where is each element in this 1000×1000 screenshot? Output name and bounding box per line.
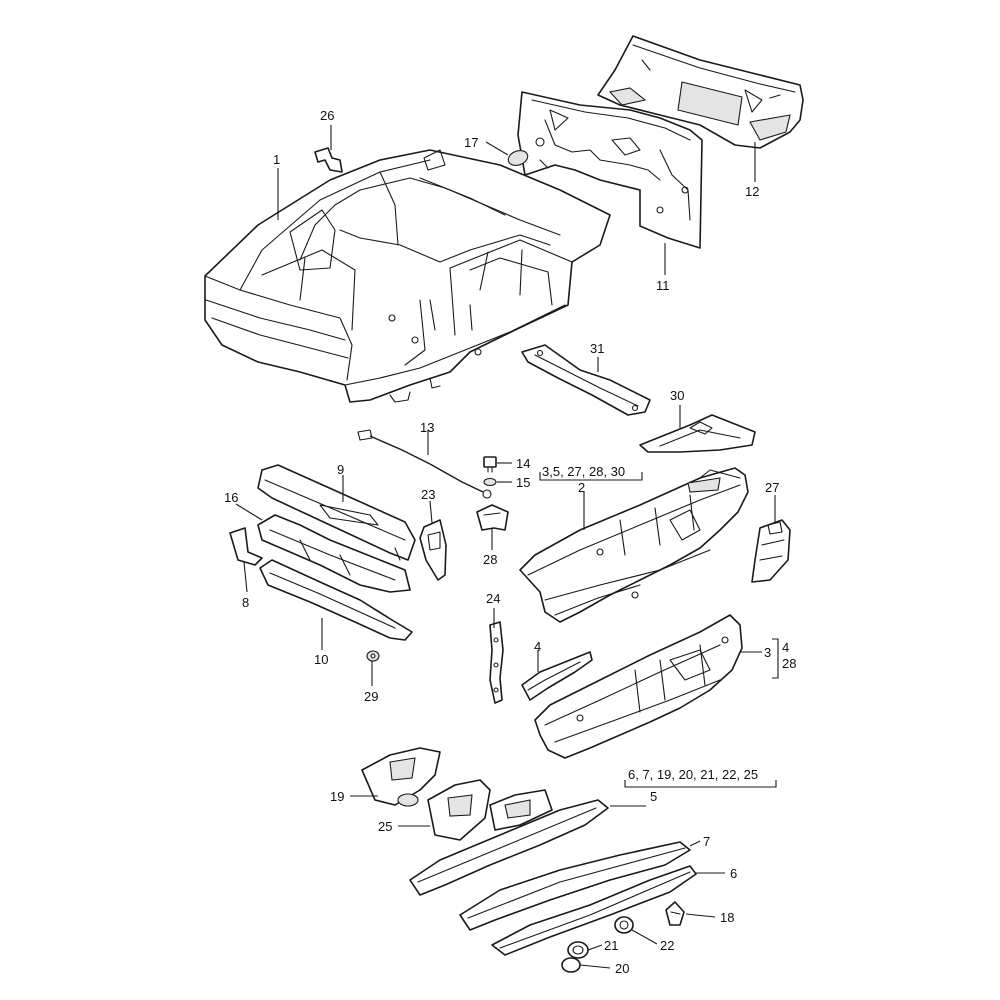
callout-labels: 1 26 17 12 11 31 30 13 14 15 3,5, 27, 28…: [224, 108, 796, 976]
callout-11: 11: [656, 278, 670, 293]
callout-25: 25: [378, 819, 392, 834]
grommet-17: [507, 150, 529, 166]
bracket-28-upper: [476, 504, 509, 531]
bracket-8: [229, 527, 263, 566]
callout-9: 9: [337, 462, 344, 477]
support-25: [427, 779, 491, 841]
bolt-14: [483, 456, 497, 473]
longitudinal-5: [409, 789, 609, 896]
callout-23: 23: [421, 487, 435, 502]
callout-18: 18: [720, 910, 734, 925]
callout-6: 6: [730, 866, 737, 881]
callout-8: 8: [242, 595, 249, 610]
gusset-30: [639, 414, 756, 453]
callout-31: 31: [590, 341, 604, 356]
callout-16: 16: [224, 490, 238, 505]
floor-channel-10: [259, 559, 413, 641]
bulkhead-panel-11: [517, 91, 703, 249]
callout-20: 20: [615, 961, 629, 976]
callout-19: 19: [330, 789, 344, 804]
callout-7: 7: [703, 834, 710, 849]
cable-13: [357, 429, 492, 499]
callout-30: 30: [670, 388, 684, 403]
panel-16: [257, 514, 411, 593]
group-label-5: 6, 7, 19, 20, 21, 22, 25: [628, 767, 758, 782]
callout-4-left: 4: [534, 639, 541, 654]
front-body-shell: [204, 149, 611, 403]
support-19: [361, 747, 441, 807]
callout-5: 5: [650, 789, 657, 804]
callout-24: 24: [486, 591, 500, 606]
callout-21: 21: [604, 938, 618, 953]
callout-28-upper: 28: [483, 552, 497, 567]
callout-22: 22: [660, 938, 674, 953]
callout-10: 10: [314, 652, 328, 667]
callout-26: 26: [320, 108, 334, 123]
washer-15: [483, 477, 497, 487]
cross-member-9: [257, 464, 416, 561]
side-member-3: [534, 614, 743, 759]
callout-3: 3: [764, 645, 771, 660]
plug-20: [561, 957, 581, 973]
bracket-27: [751, 519, 791, 583]
bracket-24: [489, 621, 504, 704]
nut-29: [366, 650, 380, 662]
callout-27: 27: [765, 480, 779, 495]
side-member-2: [519, 467, 749, 623]
plug-21: [567, 941, 589, 959]
callout-13: 13: [420, 420, 434, 435]
clip-18: [665, 901, 685, 926]
group-label-2: 3,5, 27, 28, 30: [542, 464, 625, 479]
leader-lines: [235, 125, 776, 969]
callout-2: 2: [578, 480, 585, 495]
callout-14: 14: [516, 456, 530, 471]
longitudinal-6: [491, 865, 697, 956]
longitudinal-7: [459, 841, 691, 931]
cowl-panel-12: [597, 35, 804, 149]
callout-17: 17: [464, 135, 478, 150]
callout-15: 15: [516, 475, 530, 490]
group-brackets: [539, 472, 779, 788]
small-bracket-26: [314, 147, 343, 173]
callout-28-group: 28: [782, 656, 796, 671]
callout-4-group: 4: [782, 640, 789, 655]
cross-member-31: [521, 344, 651, 416]
mount-23: [419, 519, 447, 581]
reinforcement-4: [521, 651, 593, 701]
callout-12: 12: [745, 184, 759, 199]
plug-22: [614, 916, 634, 934]
callout-1: 1: [273, 152, 280, 167]
callout-29: 29: [364, 689, 378, 704]
